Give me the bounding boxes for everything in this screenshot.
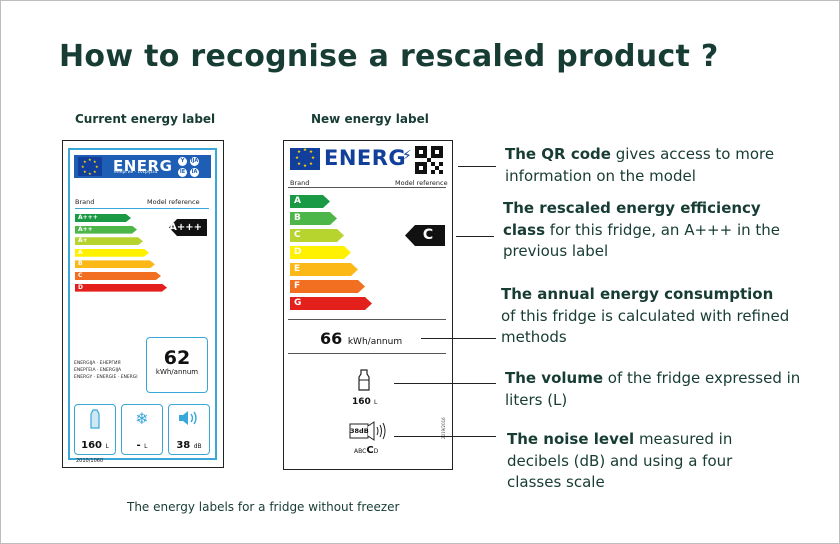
consumption-annotation: The annual energy consumption of this fr… (501, 285, 790, 346)
energy-class-bar: E (290, 263, 358, 276)
volume-annotation: The volume of the fridge expressed in li… (505, 369, 801, 409)
class-connector-line (456, 236, 494, 237)
new-volume-value: 160 L (352, 397, 378, 407)
energy-class-bar: A+++ (75, 214, 131, 222)
old-current-class-marker: A+++ (169, 219, 207, 236)
old-frozen-volume-value: - L (136, 440, 148, 451)
speaker-icon (349, 421, 386, 441)
new-divider (288, 353, 446, 354)
lang-dot: IJA (190, 157, 199, 166)
figure-caption: The energy labels for a fridge without f… (127, 500, 400, 514)
lang-dot: IA (190, 168, 199, 177)
old-divider (75, 208, 209, 209)
language-line: ENERGY · ENERGIE · ENERGI (74, 375, 138, 380)
new-divider (288, 187, 446, 188)
new-energy-label: ★★★ ★★★ ★★ ENERG ⚡ Brand Model reference… (283, 140, 453, 470)
milk-carton-icon (75, 409, 115, 434)
bottle-icon (358, 369, 370, 391)
qr-code-icon (415, 146, 443, 174)
old-model-reference: Model reference (147, 198, 200, 206)
consumption-connector-line (421, 338, 496, 339)
energy-class-bar: C (290, 229, 344, 242)
current-energy-label: ★★★ ★★★ ★★ ENERG енергия · ενέργεια Y IJ… (62, 140, 224, 468)
new-current-class-marker: C (405, 225, 445, 246)
lightning-bolt-icon: ⚡ (402, 148, 412, 164)
qr-connector-line (458, 166, 496, 167)
new-divider (288, 319, 446, 320)
old-fresh-volume-value: 160 L (81, 440, 109, 451)
old-consumption-unit: kWh/annum (155, 368, 199, 376)
new-consumption: 66 kWh/annum (320, 329, 403, 348)
old-regulation-text: 2010/1060 (76, 458, 104, 464)
energy-class-bar: G (290, 297, 372, 310)
language-line: ENERGIJA · ЕНЕРГИЯ (74, 361, 121, 366)
lang-dot: Y (178, 157, 187, 166)
old-consumption-box: 62 kWh/annum (146, 337, 208, 393)
class-annotation: The rescaled energy efficiency class for… (503, 199, 780, 260)
energy-class-bar: B (290, 212, 337, 225)
old-noise-box: 38 dB (168, 404, 210, 455)
energy-class-bar: D (75, 284, 167, 292)
new-noise-db: 38dB (350, 427, 369, 435)
volume-connector-line (394, 383, 496, 384)
snowflake-icon: ❄ (135, 409, 149, 428)
energy-class-bar: A+ (75, 237, 143, 245)
old-energ-subtitle: енергия · ενέργεια (114, 170, 158, 175)
old-energy-languages: ENERGIJA · ЕНЕРГИЯ ΕΝΕΡΓΕΙΑ · ENERGIJA E… (74, 360, 138, 381)
old-label-frame: ★★★ ★★★ ★★ ENERG енергия · ενέργεια Y IJ… (68, 148, 217, 464)
eu-flag-icon: ★★★ ★★★ ★★ (290, 148, 320, 170)
energy-class-bar: B (75, 260, 155, 268)
new-eu-banner: ★★★ ★★★ ★★ ENERG ⚡ (290, 146, 412, 170)
speaker-icon (169, 409, 209, 432)
old-brand-text: Brand (75, 198, 95, 206)
lang-dot: IE (178, 168, 187, 177)
new-noise-classes: ABCCD (354, 445, 379, 456)
old-consumption-value: 62 (163, 347, 191, 369)
eu-flag-icon: ★★★ ★★★ ★★ (78, 157, 102, 176)
current-label-heading: Current energy label (75, 112, 216, 126)
old-energ-wordmark: ENERG (113, 157, 173, 175)
language-line: ΕΝΕΡΓΕΙΑ · ENERGIJA (74, 368, 122, 373)
qr-annotation: The QR code gives access to more informa… (505, 145, 775, 185)
energy-class-bar: A (75, 249, 149, 257)
old-noise-value: 38 dB (176, 440, 202, 451)
page-title: How to recognise a rescaled product ? (59, 39, 719, 74)
energy-class-bar: C (75, 272, 161, 280)
new-model-reference: Model reference (395, 179, 448, 187)
old-frozen-volume-box: ❄ - L (121, 404, 163, 455)
energy-class-bar: A (290, 195, 330, 208)
new-energ-wordmark: ENERG (324, 146, 407, 170)
energy-class-bar: A++ (75, 226, 137, 234)
old-eu-banner: ★★★ ★★★ ★★ ENERG енергия · ενέργεια Y IJ… (74, 155, 211, 178)
new-brand-text: Brand (290, 179, 310, 187)
noise-annotation: The noise level measured in decibels (dB… (507, 430, 733, 491)
new-label-heading: New energy label (311, 112, 429, 126)
noise-connector-line (394, 436, 496, 437)
energy-class-bar: D (290, 246, 351, 259)
energy-class-bar: F (290, 280, 365, 293)
old-fresh-volume-box: 160 L (74, 404, 116, 455)
